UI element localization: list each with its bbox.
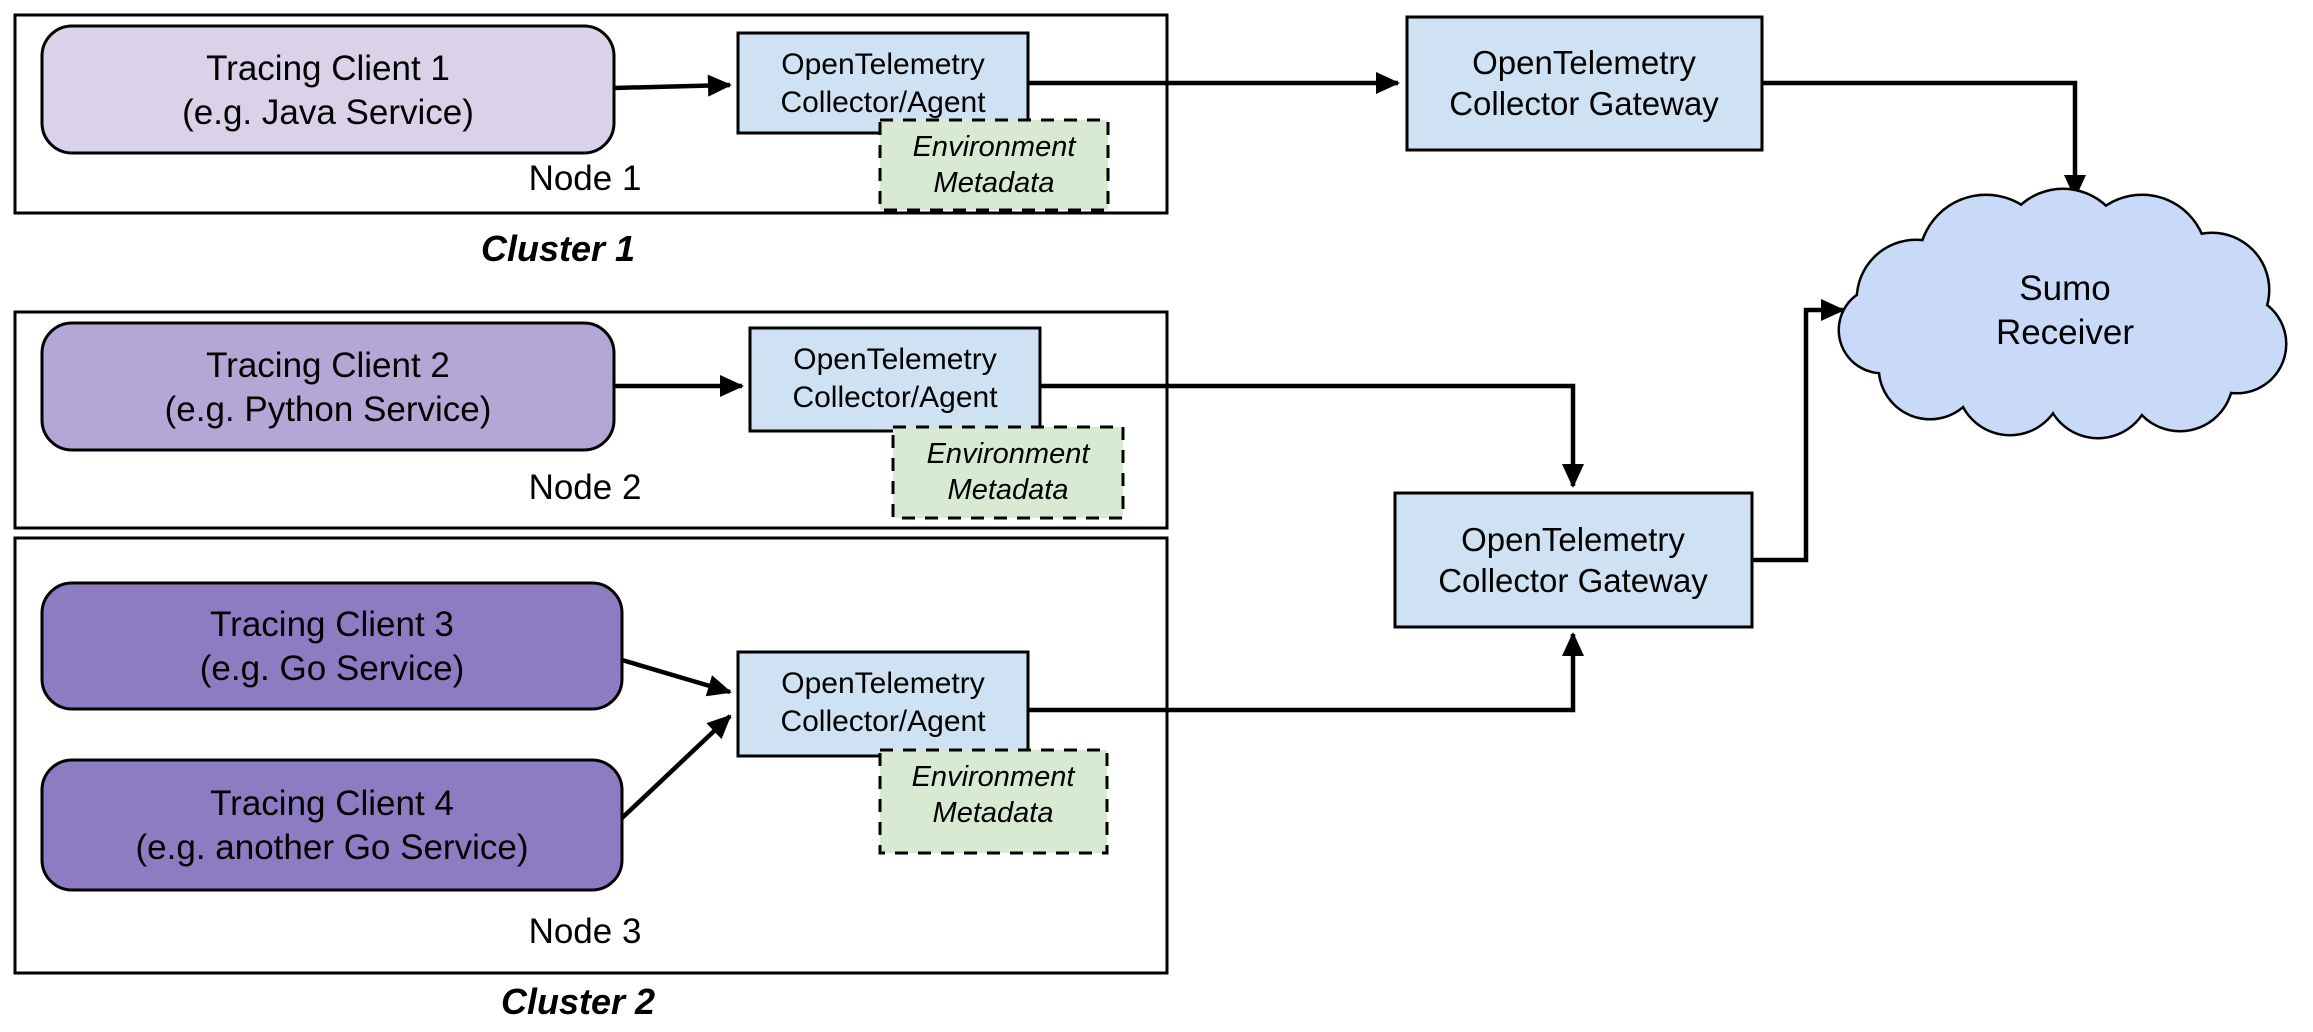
cluster-2-label: Cluster 2	[501, 981, 655, 1022]
environment-metadata-2-label-line1: Environment	[927, 438, 1092, 470]
arrow-gateway1-to-cloud	[1762, 80, 2086, 199]
tracing-client-4-box	[40, 758, 624, 892]
environment-metadata-3-box	[878, 748, 1109, 855]
tracing-client-1-box	[40, 24, 616, 155]
tracing-client-2-label-line1: Tracing Client 2	[206, 346, 450, 385]
tracing-client-2-box	[40, 321, 616, 452]
tracing-client-3-label-line1: Tracing Client 3	[210, 605, 454, 644]
environment-metadata-2-box	[891, 425, 1125, 520]
environment-metadata-1-box	[878, 118, 1110, 212]
environment-metadata-3-label-line1: Environment	[912, 761, 1077, 793]
collector-agent-1-box	[736, 31, 1030, 135]
sumo-receiver-label-line2: Receiver	[1996, 313, 2134, 352]
node-1-label: Node 1	[529, 159, 642, 198]
arrow-collector2-to-gateway2	[1040, 383, 1584, 488]
arrow-client3-to-collector3	[621, 657, 732, 697]
tracing-client-3-box	[40, 581, 624, 711]
arrow-client1-to-collector1	[613, 74, 732, 97]
collector-agent-2-box	[748, 326, 1042, 433]
collector-agent-2-label-line1: OpenTelemetry	[793, 343, 996, 376]
environment-metadata-1-label-line2: Metadata	[934, 167, 1055, 199]
environment-metadata-1-label-line1: Environment	[913, 131, 1078, 163]
collector-agent-1-label-line1: OpenTelemetry	[781, 48, 984, 81]
cluster-1-label: Cluster 1	[481, 228, 635, 269]
gateway-2-label-line2: Collector Gateway	[1438, 562, 1708, 599]
collector-agent-1-label-line2: Collector/Agent	[780, 86, 986, 119]
collector-agent-3-label-line1: OpenTelemetry	[781, 667, 984, 700]
collector-agent-3-box	[736, 650, 1030, 758]
collector-agent-2-label-line2: Collector/Agent	[792, 381, 998, 414]
node-2-label: Node 2	[529, 468, 642, 507]
environment-metadata-3-label-line2: Metadata	[933, 797, 1054, 829]
tracing-client-1-label-line2: (e.g. Java Service)	[182, 93, 474, 132]
sumo-receiver-cloud	[1837, 187, 2288, 440]
tracing-client-4-label-line2: (e.g. another Go Service)	[136, 828, 529, 867]
gateway-2-box	[1393, 491, 1754, 629]
arrow-gateway2-to-cloud	[1752, 299, 1845, 563]
tracing-client-3-label-line2: (e.g. Go Service)	[200, 649, 465, 688]
sumo-receiver-label-line1: Sumo	[2019, 269, 2110, 308]
tracing-client-1-label-line1: Tracing Client 1	[206, 49, 450, 88]
arrow-collector3-to-gateway2	[1028, 632, 1584, 713]
tracing-client-2-label-line2: (e.g. Python Service)	[165, 390, 492, 429]
gateway-2-label-line1: OpenTelemetry	[1461, 521, 1685, 558]
tracing-client-4-label-line1: Tracing Client 4	[210, 784, 454, 823]
collector-agent-3-label-line2: Collector/Agent	[780, 705, 986, 738]
gateway-1-box	[1405, 15, 1764, 152]
arrow-client4-to-collector3	[620, 714, 732, 820]
gateway-1-label-line1: OpenTelemetry	[1472, 44, 1696, 81]
gateway-1-label-line2: Collector Gateway	[1449, 85, 1719, 122]
node-3-label: Node 3	[529, 912, 642, 951]
cloud-body	[1840, 190, 2285, 437]
environment-metadata-2-label-line2: Metadata	[948, 474, 1069, 506]
